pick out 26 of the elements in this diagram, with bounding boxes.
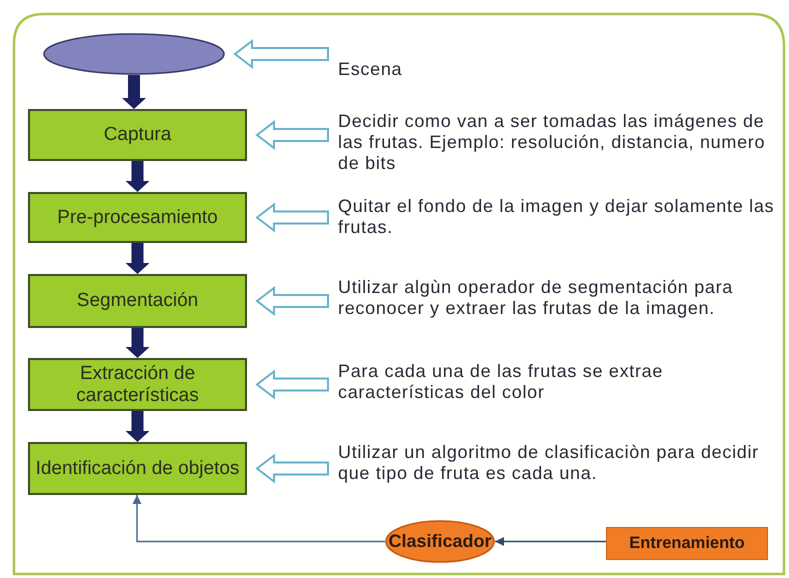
description-text: Utilizar un algoritmo de clasificaciòn para decidir que tipo de fruta es cada una. [338, 442, 774, 485]
description-text: Decidir como van a ser tomadas las imágenes de las frutas. Ejemplo: resolución, distancia, numero de bits [338, 111, 778, 175]
hollow-arrow [255, 369, 329, 400]
hollow-arrow [255, 202, 329, 233]
process-box: Identificación de objetos [28, 442, 247, 495]
description-text: Escena [338, 59, 538, 81]
training-box: Entrenamiento [606, 527, 768, 560]
hollow-arrow [255, 286, 329, 316]
hollow-arrow [233, 38, 329, 70]
hollow-arrow [255, 120, 329, 150]
arrow [132, 495, 385, 542]
arrow [126, 243, 150, 274]
process-box: Extracción de características [28, 358, 247, 411]
process-box: Captura [28, 109, 247, 161]
arrow [126, 328, 150, 358]
classifier-label: Clasificador [388, 531, 492, 552]
arrow [126, 411, 150, 442]
process-box: Pre-procesamiento [28, 192, 247, 243]
arrow [495, 537, 606, 546]
arrow [126, 161, 150, 192]
description-text: Quitar el fondo de la imagen y dejar solamente las frutas. [338, 196, 788, 239]
hollow-arrow [255, 453, 329, 484]
process-box: Segmentación [28, 274, 247, 328]
arrow [122, 75, 146, 109]
description-text: Utilizar algùn operador de segmentación para reconocer y extraer las frutas de la imagen. [338, 277, 763, 320]
description-text: Para cada una de las frutas se extrae características del color [338, 361, 718, 404]
